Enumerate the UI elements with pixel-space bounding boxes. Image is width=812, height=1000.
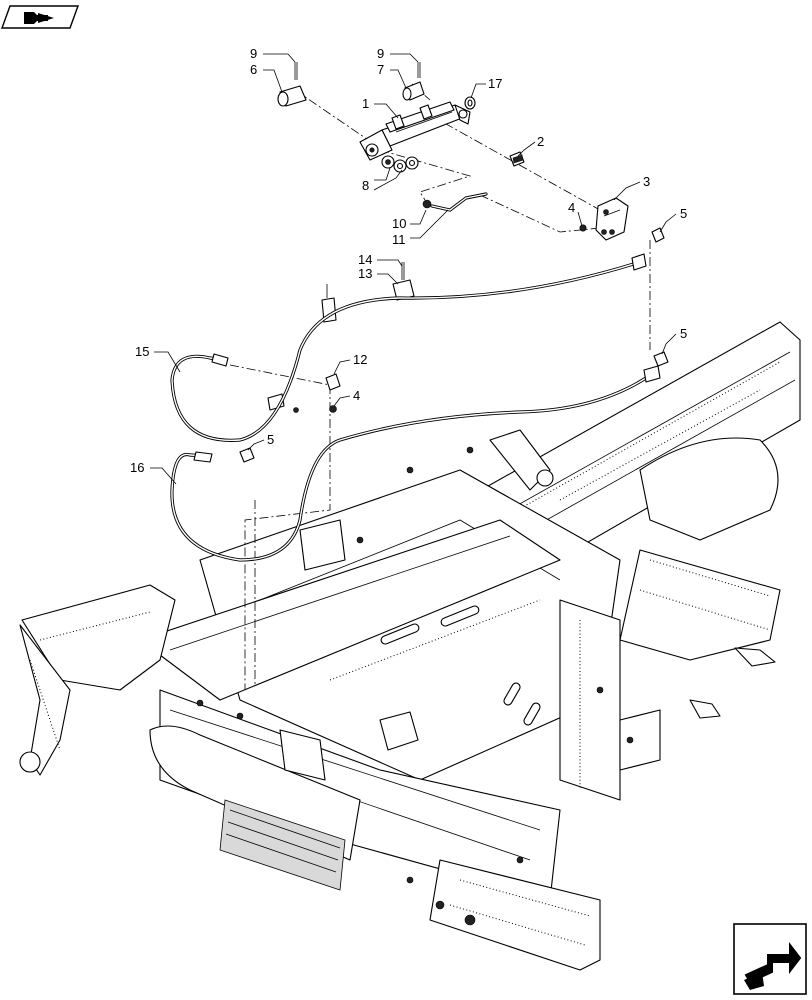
callout-3: 3 <box>643 174 650 189</box>
callout-4-lower: 4 <box>353 388 360 403</box>
callout-1: 1 <box>362 96 369 111</box>
hydraulic-cylinder <box>359 101 471 161</box>
callout-8: 8 <box>362 178 369 193</box>
hose-15 <box>170 253 647 442</box>
callout-14: 14 <box>358 252 372 267</box>
chassis-frame <box>19 321 801 971</box>
callout-10: 10 <box>392 216 406 231</box>
hardware-parts <box>239 62 669 463</box>
callout-5-lower: 5 <box>267 432 274 447</box>
callout-17: 17 <box>488 76 502 91</box>
callout-16: 16 <box>130 460 144 475</box>
callout-5-middle: 5 <box>680 326 687 341</box>
hose-11 <box>430 192 488 212</box>
hose-16 <box>170 365 661 562</box>
callout-labels: 9 6 9 7 17 1 2 8 3 4 5 10 11 14 13 15 12… <box>130 46 687 475</box>
callout-6: 6 <box>250 62 257 77</box>
callout-11: 11 <box>392 232 406 247</box>
callout-12: 12 <box>353 352 367 367</box>
callout-13: 13 <box>358 266 372 281</box>
leader-lines <box>150 53 677 485</box>
callout-9-right: 9 <box>377 46 384 61</box>
callout-4-upper: 4 <box>568 200 575 215</box>
previous-page-arrow-icon[interactable] <box>1 5 79 29</box>
callout-2: 2 <box>537 134 544 149</box>
callout-9-left: 9 <box>250 46 257 61</box>
callout-7: 7 <box>377 62 384 77</box>
callout-15: 15 <box>135 344 149 359</box>
next-page-arrow-icon[interactable] <box>733 923 807 995</box>
callout-5-upper: 5 <box>680 206 687 221</box>
